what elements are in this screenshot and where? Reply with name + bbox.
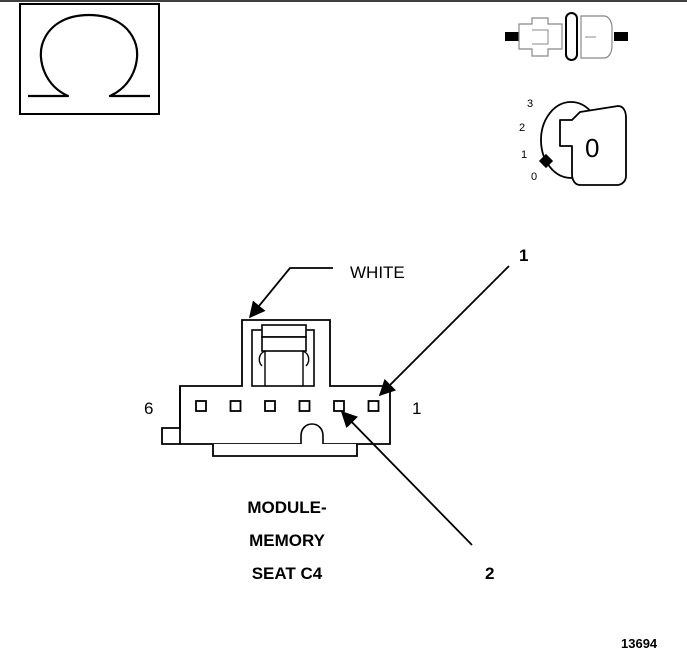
pin-cavity (298, 400, 311, 412)
connector-latch (251, 324, 315, 387)
connector-name-line: SEAT C4 (252, 564, 323, 583)
connector-name: MODULE- MEMORY SEAT C4 (247, 498, 326, 583)
callout-number: 1 (519, 246, 528, 265)
pin-cavity (195, 400, 207, 412)
key-position-label: 2 (519, 122, 525, 134)
pin-cavity (333, 400, 345, 412)
pin-cavities (195, 400, 380, 412)
key-position-label: 1 (521, 149, 527, 161)
figure-id: 13694 (621, 636, 658, 651)
callout-2: 2 (340, 410, 494, 583)
pin-cavity (229, 400, 242, 412)
color-leader: WHITE (248, 263, 405, 319)
pin-cavity (367, 400, 380, 412)
pin-end-label-right: 1 (412, 399, 421, 418)
key-position-marker (538, 153, 554, 169)
key-position-label: 3 (527, 98, 533, 110)
connector-color-label: WHITE (350, 263, 405, 282)
key-label: 0 (585, 133, 599, 163)
connector-housing (161, 319, 391, 457)
connector-name-line: MEMORY (249, 531, 326, 550)
ohm-symbol-box (19, 3, 160, 115)
pin-end-label-left: 6 (144, 399, 153, 418)
polarizing-key (300, 423, 324, 444)
disconnect-connector-icon (505, 12, 628, 61)
connector-name-line: MODULE- (247, 498, 326, 517)
callout-1: 1 (378, 246, 528, 397)
ohm-omega-icon (28, 13, 150, 98)
key-position-label: 0 (531, 171, 537, 183)
callout-number: 2 (485, 564, 494, 583)
ignition-key-switch-icon: 3 2 1 0 0 (519, 98, 627, 186)
pin-cavity (264, 400, 276, 412)
